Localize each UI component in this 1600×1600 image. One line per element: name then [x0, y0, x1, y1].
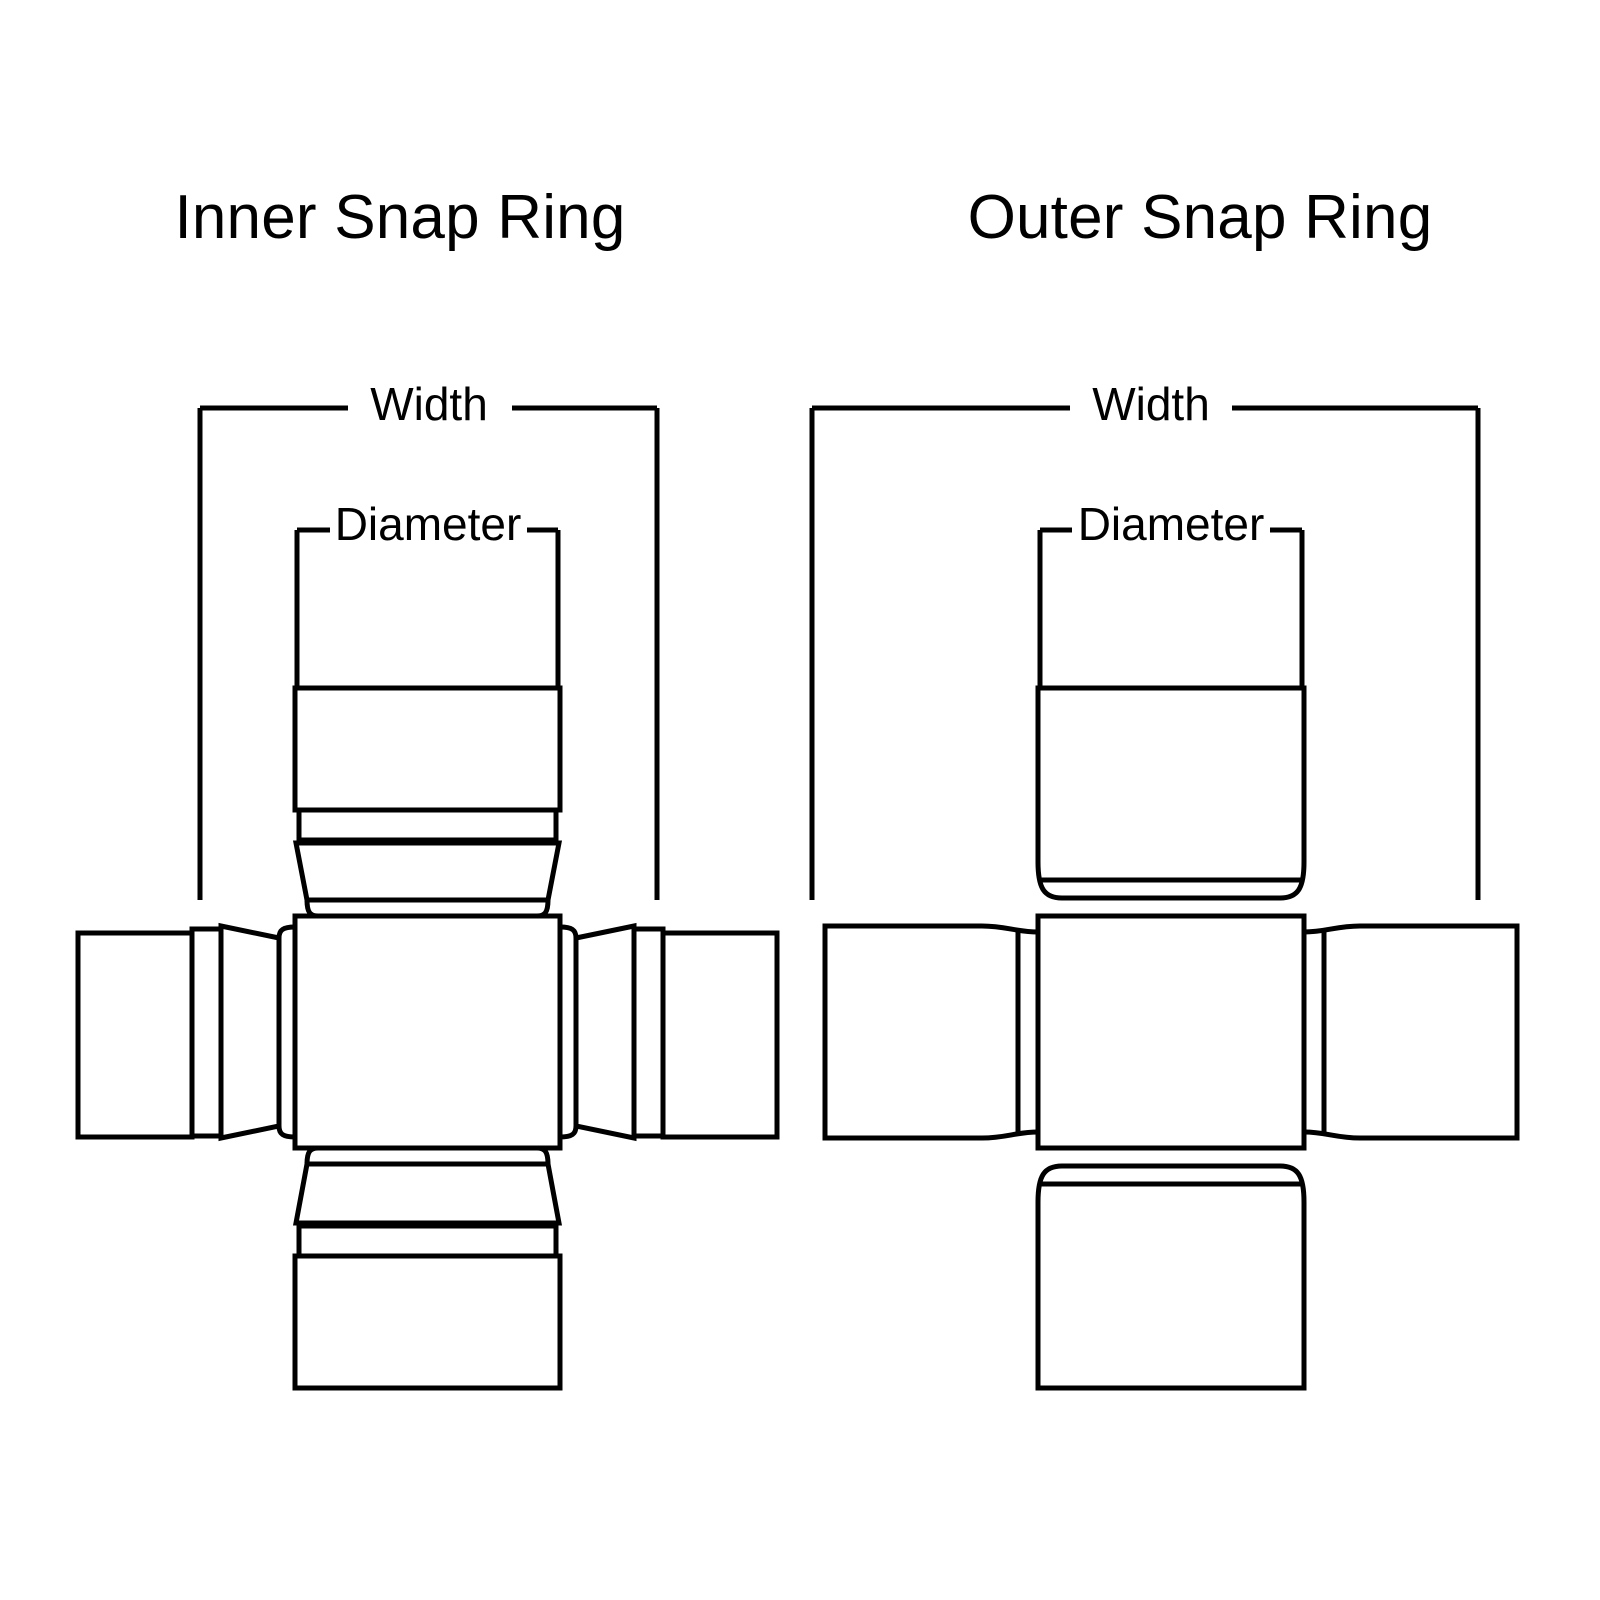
bottom-cap-body-left: [292, 1253, 563, 1391]
panel-inner-snap-ring: Inner Snap Ring Width Diameter: [75, 183, 780, 1391]
left-cap-body-left: [75, 930, 195, 1140]
diameter-dimension-label-left: Diameter: [334, 498, 522, 550]
left-cap-snapring-band-left: [189, 926, 224, 1139]
cross-center-block-left: [292, 913, 563, 1151]
diameter-dimension-bracket-left: [294, 527, 561, 688]
bottom-cap-fillet-left: [304, 1145, 551, 1165]
width-dimension-label-left: Width: [370, 378, 488, 430]
right-cap-snapring-band-left: [631, 926, 666, 1139]
width-dimension-bracket-right: [809, 405, 1481, 900]
outer-snap-ring-drawing: [809, 405, 1520, 1391]
bottom-cap-body-right: [1035, 1163, 1307, 1391]
diameter-dimension-label-right: Diameter: [1077, 498, 1265, 550]
inner-snap-ring-drawing: [75, 405, 780, 1391]
top-cap-taper-left: [292, 840, 563, 903]
right-cap-body-left: [660, 930, 780, 1140]
top-cap-body-left: [292, 685, 563, 813]
top-cap-body-right: [1035, 685, 1307, 901]
left-cap-body-right: [822, 923, 1039, 1141]
left-cap-taper-left: [218, 922, 282, 1142]
panel-title-inner-snap-ring: Inner Snap Ring: [174, 183, 626, 252]
width-dimension-label-right: Width: [1092, 378, 1210, 430]
right-cap-taper-left: [573, 922, 637, 1142]
top-cap-snapring-band-left: [296, 807, 559, 843]
diameter-dimension-bracket-right: [1037, 527, 1305, 688]
bottom-cap-snapring-band-left: [296, 1223, 559, 1259]
panel-outer-snap-ring: Outer Snap Ring Width Diameter: [800, 0, 1600, 1600]
right-cap-body-right: [1303, 923, 1520, 1141]
panel-title-outer-snap-ring: Outer Snap Ring: [967, 183, 1433, 252]
width-dimension-bracket-left: [197, 405, 660, 900]
cross-center-block-right: [1035, 913, 1307, 1151]
bottom-cap-taper-left: [292, 1161, 563, 1226]
